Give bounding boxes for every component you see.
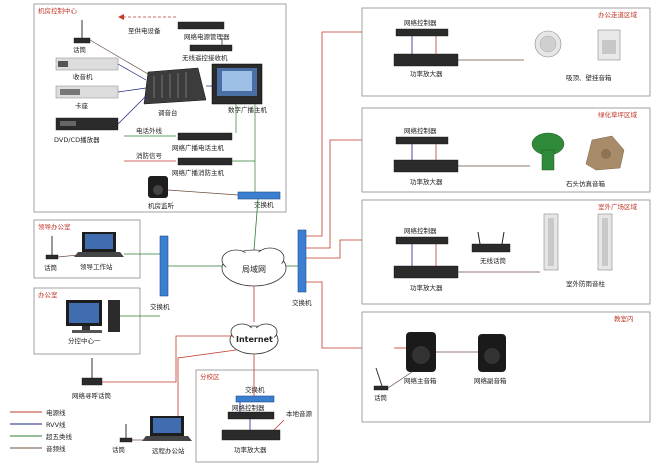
legend-power: 电源线 [46,408,66,417]
fire-host-device: 网络广播消防主机 消防信号 [124,151,233,177]
zone4-mic-cable [387,371,413,389]
control-mic-label: 话筒 [73,45,87,54]
zone1-ceiling-speaker [534,30,562,58]
zone2-mushroom-speaker [531,132,565,171]
lan-cloud: 局域网 [221,247,287,287]
mixer-device: 调音台 [143,67,207,117]
legend-cat5: 超五类线 [46,432,73,441]
zone3-wireless-label: 无线话筒 [480,256,507,265]
branch-switch: 交换机 [235,385,275,403]
broadcast-host-label: 数字广播主机 [228,105,268,114]
zone2-title: 绿化草坪区域 [598,110,638,119]
legend-rvv: RVV线 [46,420,66,429]
lead-mic-cable [57,254,79,258]
phone-host-device: 网络广播电话主机 电话外线 [124,126,233,152]
lan-top-cable [253,198,259,251]
zone1-amp: 功率放大器 [393,53,459,78]
office-title: 办公室 [38,290,58,299]
wireless-rx-label: 无线遥控接收机 [182,53,228,62]
control-center-title: 机房控制中心 [38,6,78,15]
zone2-speaker-label: 石头仿真音箱 [566,179,606,188]
zone1-controller: 网络控制器 [395,18,449,37]
zone2-controller-label: 网络控制器 [404,126,437,135]
right-switch-label: 交换机 [292,298,312,307]
monitor-speaker: 机房监听 [148,176,175,210]
zone1-amp-label: 功率放大器 [410,69,443,78]
lead-pc-label: 领导工作站 [80,262,113,271]
office-desktop: 分控中心一 [66,300,120,345]
branch-amp-label: 功率放大器 [234,445,267,454]
power-manager-label: 网络电源管理器 [184,32,230,41]
branch-controller: 网络控制器 [227,403,275,420]
radio-label: 收音机 [73,72,93,81]
zone1-controller-label: 网络控制器 [404,18,437,27]
net-paging-label: 网络寻呼话筒 [72,391,112,400]
zone2-rock-speaker [585,135,625,171]
right-switch: 交换机 [292,229,312,307]
paging-cable [102,335,232,383]
branch-title: 分校区 [200,372,220,381]
branch-amp: 功率放大器 [221,429,281,454]
zone1-speaker-label: 吸顶、壁挂音箱 [566,73,612,82]
zone3-column-speaker-2 [597,213,613,271]
lead-office-title: 领导办公室 [38,222,71,231]
left-switch: 交换机 [150,235,170,311]
zone3-amp: 功率放大器 [393,265,459,292]
legend: 电源线 RVV线 超五类线 音频线 [10,408,73,453]
zone4-mic-label: 话筒 [374,393,388,402]
zone3-controller: 网络控制器 [395,226,449,245]
phone-line-label: 电话外线 [136,126,163,135]
to-devices-label: 至供电设备 [128,26,161,35]
zone4-sub-label: 网络副音箱 [474,376,507,385]
zone4-title: 教室内 [614,314,634,323]
zone4-sub-speaker: 网络副音箱 [474,334,507,385]
zone1-title: 办公走道区域 [598,10,638,19]
dvd-device: DVD/CD播放器 [54,117,119,144]
tape-label: 卡座 [75,101,89,110]
lead-office-laptop: 领导工作站 [74,232,124,271]
zone2-controller: 网络控制器 [395,126,449,145]
fire-signal-label: 消防信号 [136,151,163,160]
remote-laptop: 远程办公站 [142,416,192,455]
zone3-amp-label: 功率放大器 [410,283,443,292]
mixer-label: 调音台 [158,108,178,117]
zone3-title: 室外广场区域 [598,202,638,211]
zone4-main-label: 网络主音箱 [404,376,437,385]
control-mic: 话筒 [73,20,91,54]
remote-pc-label: 远程办公站 [152,446,185,455]
remote-cable [177,349,237,416]
net-paging-mic: 网络寻呼话筒 [72,358,112,400]
dvd-label: DVD/CD播放器 [54,135,100,144]
phone-host-label: 网络广播电话主机 [172,143,225,152]
remote-mic: 话筒 [112,424,133,454]
remote-mic-label: 话筒 [112,445,126,454]
internet-cloud: Internet [229,323,279,355]
to-devices-arrow: 至供电设备 [118,14,176,35]
zone3-controller-label: 网络控制器 [404,226,437,235]
fire-host-label: 网络广播消防主机 [172,168,225,177]
zone1-wall-speaker [597,29,621,61]
control-wiring [89,39,256,196]
branch-controller-label: 网络控制器 [232,403,265,412]
branch-local-label: 本地音源 [286,409,313,418]
internet-label: Internet [236,335,273,344]
zone4-main-speaker: 网络主音箱 [404,332,437,385]
wireless-rx-device: 无线遥控接收机 [182,38,233,62]
left-switch-label: 交换机 [150,302,170,311]
lan-label: 局域网 [242,264,266,274]
control-switch-label: 交换机 [254,200,274,209]
branch-switch-label: 交换机 [245,385,265,394]
legend-audio: 音频线 [46,444,66,453]
monitor-label: 机房监听 [148,201,175,210]
zone3-speaker-label: 室外防雨音柱 [566,279,606,288]
zone3-wireless-mic: 无线话筒 [471,231,511,265]
broadcast-host-device: 数字广播主机 [211,63,268,114]
lead-mic-label: 话筒 [44,263,58,272]
power-manager-device: 网络电源管理器 [177,21,230,41]
zone2-amp-label: 功率放大器 [410,177,443,186]
control-switch: 交换机 [237,191,281,209]
zone3-column-speaker-1 [543,213,559,271]
office-pc-label: 分控中心一 [68,336,101,345]
